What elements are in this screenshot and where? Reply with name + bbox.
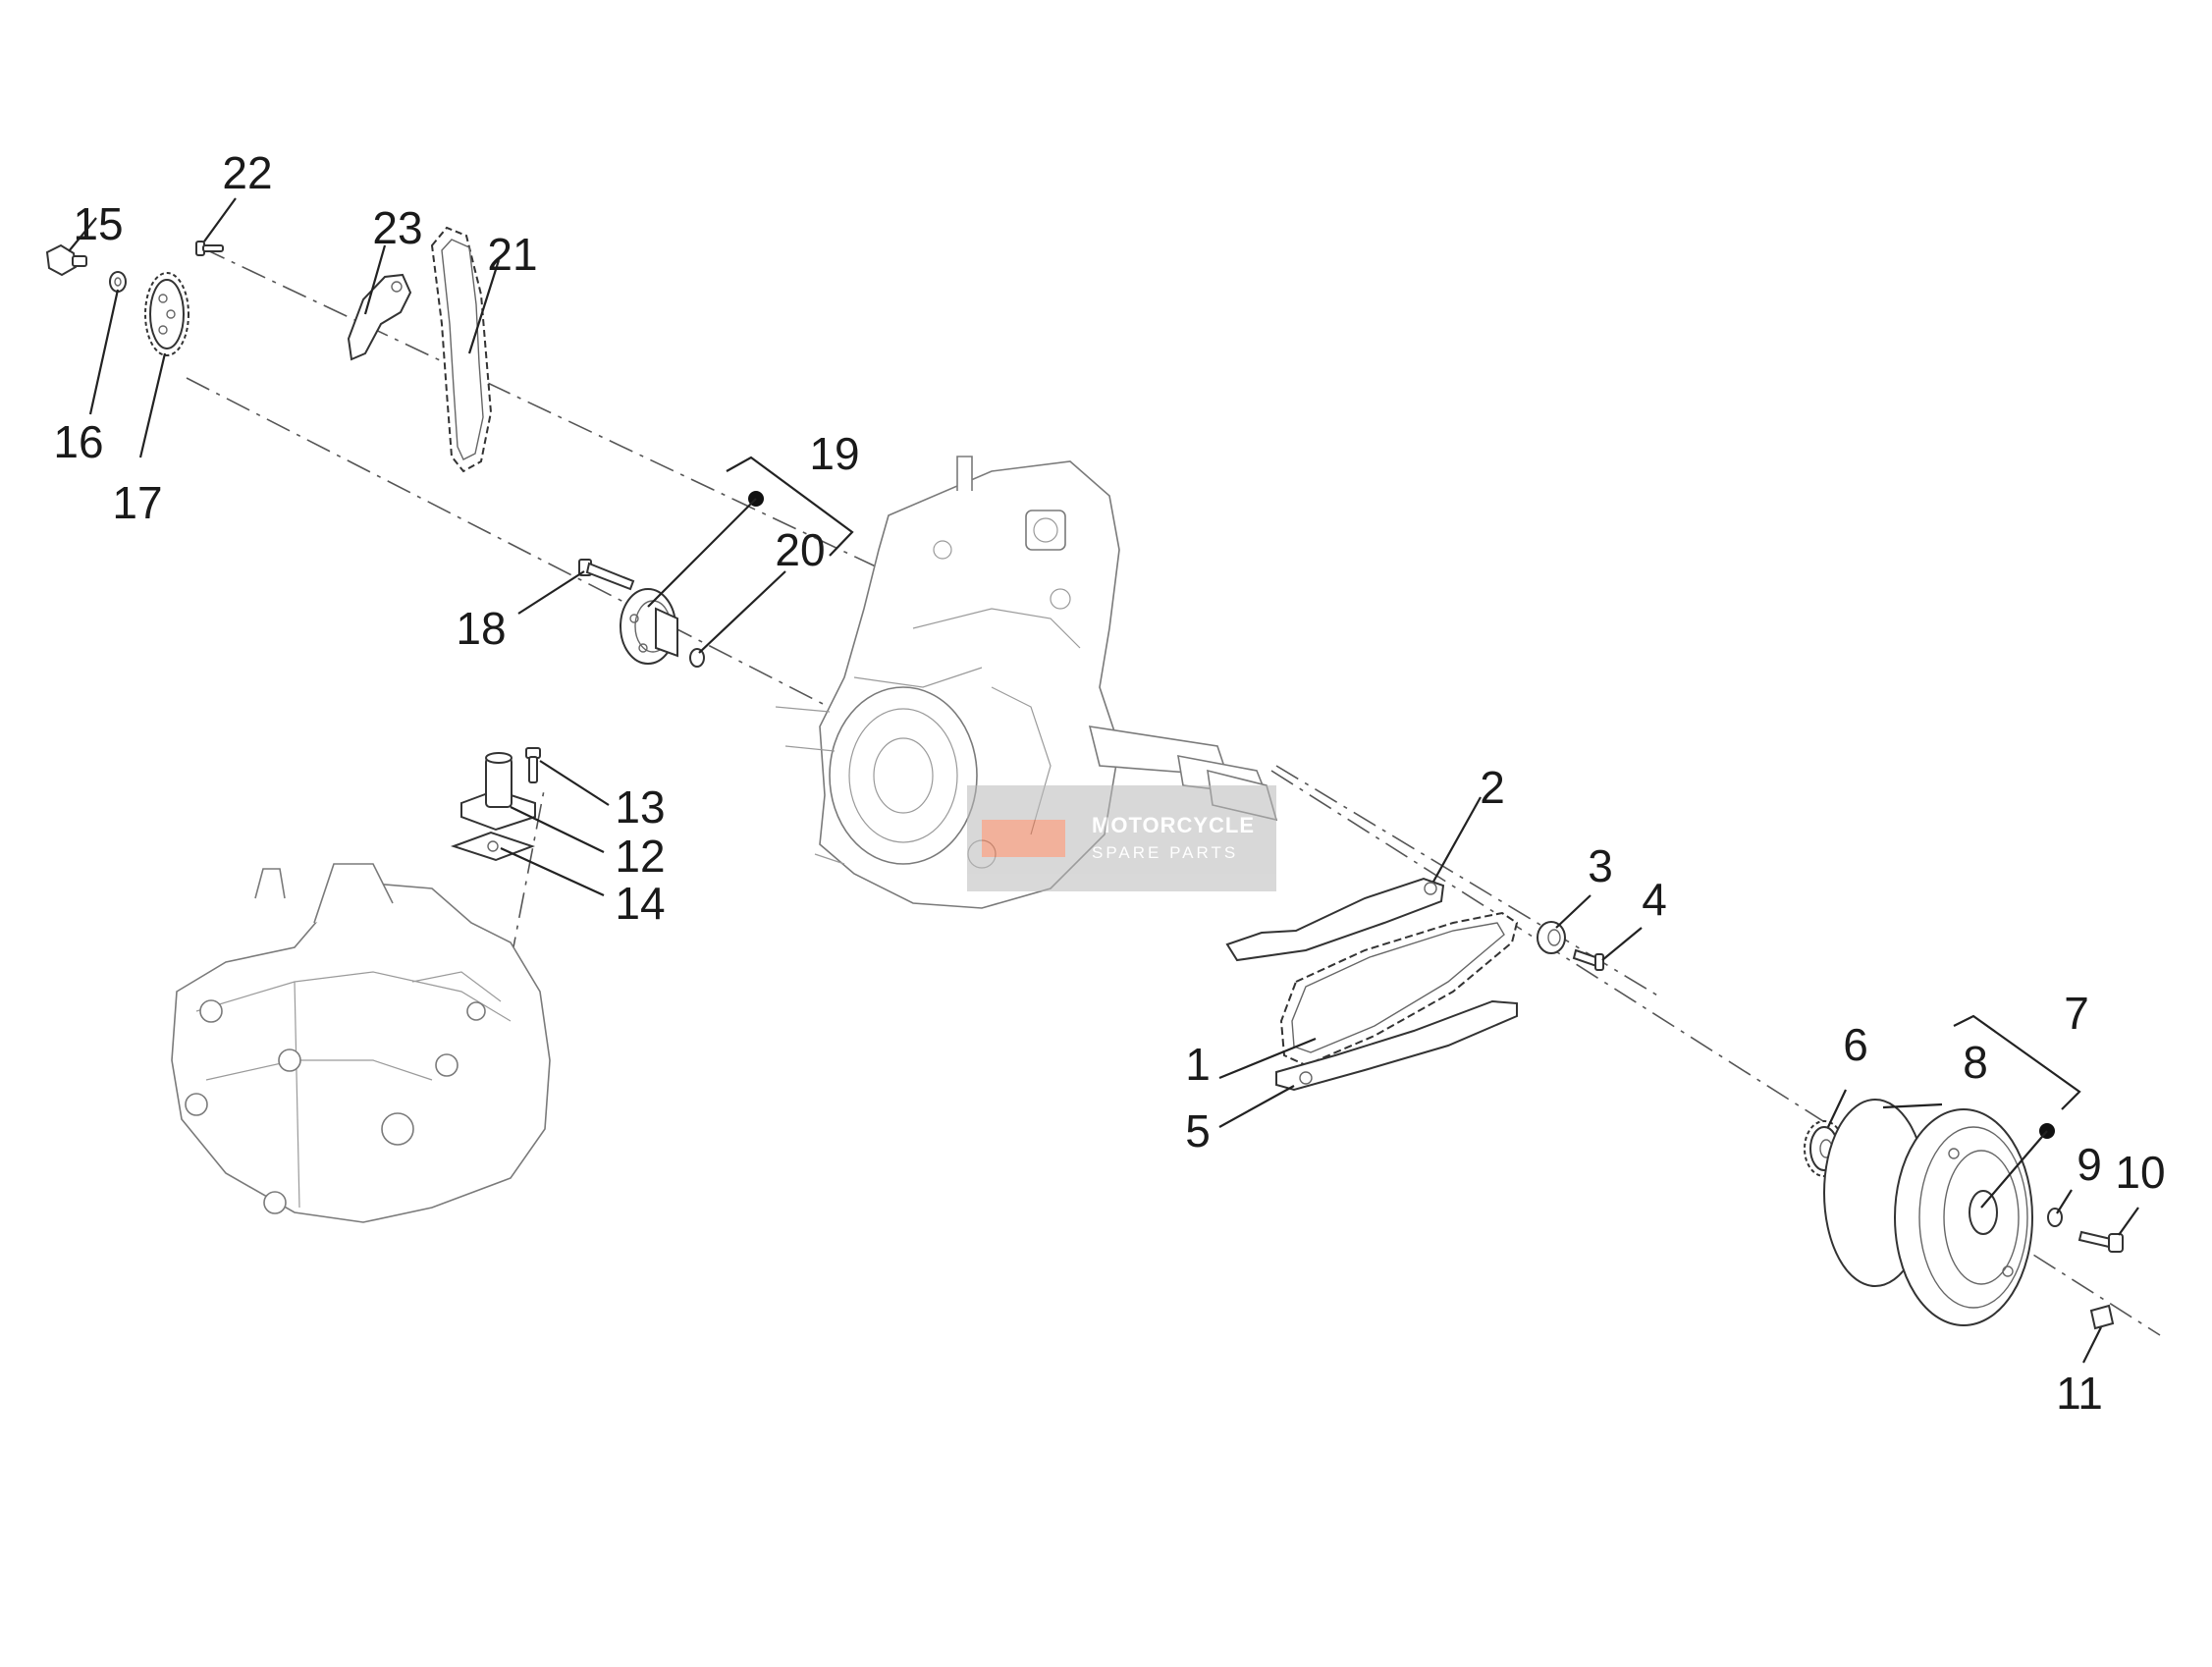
part-bolt-4 <box>1572 948 1604 971</box>
callout-20: 20 <box>775 524 825 575</box>
callout-5: 5 <box>1185 1105 1211 1156</box>
watermark-line2: SPARE PARTS <box>1092 843 1238 862</box>
part-oring-20 <box>689 648 705 668</box>
part-bolt-13 <box>525 747 541 783</box>
callout-2: 2 <box>1480 762 1505 813</box>
callout-3: 3 <box>1588 840 1613 891</box>
callout-21: 21 <box>487 229 537 280</box>
engine-block-illustration <box>171 863 551 1223</box>
leader-lines <box>68 197 2139 1364</box>
callout-15: 15 <box>73 198 123 249</box>
part-chain-guide-2 <box>1225 877 1445 962</box>
callout-23: 23 <box>372 202 422 253</box>
callout-1: 1 <box>1185 1039 1211 1090</box>
part-tensioner-12 <box>460 752 536 832</box>
callout-22: 22 <box>222 147 272 198</box>
callout-6: 6 <box>1843 1019 1868 1070</box>
callout-16: 16 <box>53 416 103 467</box>
watermark-logo: MOTORCYCLE SPARE PARTS <box>967 785 1276 891</box>
callout-labels: 1 2 3 4 5 6 7 8 9 10 11 12 13 14 15 16 1… <box>53 147 2165 1419</box>
callout-9: 9 <box>2077 1139 2102 1190</box>
part-sprocket-17 <box>144 272 189 356</box>
callout-14: 14 <box>615 878 665 929</box>
part-washer-16 <box>109 271 127 293</box>
callout-12: 12 <box>615 831 665 882</box>
callout-4: 4 <box>1642 874 1667 925</box>
part-cover-7 <box>1894 1108 2033 1326</box>
part-timing-chain-1 <box>1279 911 1519 1067</box>
part-chain-guide-23 <box>347 273 412 361</box>
callout-8: 8 <box>1963 1037 1988 1088</box>
callout-18: 18 <box>456 603 506 654</box>
part-nut-3 <box>1537 921 1566 954</box>
callout-17: 17 <box>112 477 162 528</box>
callout-11: 11 <box>2056 1368 2103 1419</box>
callout-13: 13 <box>615 781 665 833</box>
part-bolt-22 <box>195 241 224 256</box>
part-oil-pump-19 <box>620 588 678 665</box>
callout-10: 10 <box>2115 1147 2165 1198</box>
part-washer-9 <box>2047 1208 2063 1227</box>
part-gasket-14 <box>450 831 535 862</box>
part-nut-15 <box>45 243 87 277</box>
part-bolt-18 <box>578 559 635 591</box>
callout-7: 7 <box>2064 988 2089 1039</box>
part-dowel-11 <box>2089 1304 2115 1330</box>
part-bolt-10 <box>2077 1230 2124 1253</box>
callout-19: 19 <box>809 428 859 479</box>
watermark-accent <box>982 820 1065 857</box>
part-chain-21 <box>430 226 493 473</box>
watermark-line1: MOTORCYCLE <box>1092 813 1255 837</box>
